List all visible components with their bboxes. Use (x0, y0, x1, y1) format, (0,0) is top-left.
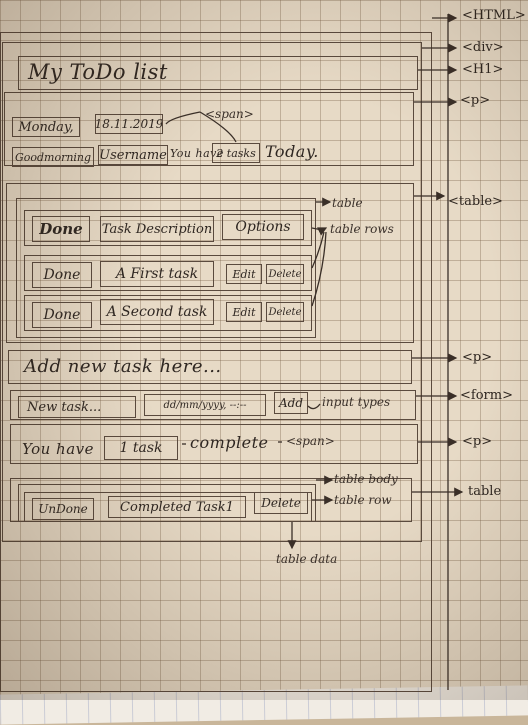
form-box (10, 390, 416, 420)
tag-table-2: table (468, 484, 502, 499)
p-complete-box (10, 424, 418, 464)
tag-p-complete: <p> (462, 434, 493, 449)
new-task-input[interactable]: New task... (18, 396, 136, 418)
row1-delete-button[interactable]: Delete (266, 264, 304, 284)
header-done: Done (32, 216, 90, 242)
table-rows-annotation: table rows (330, 222, 394, 236)
table-annotation: table (332, 196, 363, 210)
task-table-outer (6, 183, 414, 343)
add-button[interactable]: Add (274, 392, 308, 414)
tag-table: <table> (448, 194, 503, 209)
div-box (2, 42, 422, 542)
task-row (24, 255, 312, 291)
tag-p-header: <p> (460, 93, 491, 108)
task-table-header-row (24, 210, 312, 246)
username-span: Username (98, 145, 168, 165)
row2-done[interactable]: Done (32, 302, 92, 328)
html-box (0, 32, 432, 692)
page-title: My ToDo list (28, 60, 168, 84)
tag-html: <HTML> (462, 8, 526, 23)
task-row (24, 295, 312, 331)
p-header-box (4, 92, 414, 166)
complete-you-have: You have (22, 440, 95, 458)
date-time-input[interactable]: dd/mm/yyyy, --:-- (144, 394, 266, 416)
header-options: Options (222, 214, 304, 240)
tag-div: <div> (462, 40, 504, 55)
greeting-span: Goodmorning (12, 147, 94, 167)
row2-edit-button[interactable]: Edit (226, 302, 262, 322)
tag-p-add: <p> (462, 350, 493, 365)
today-text: Today. (265, 142, 319, 161)
date-span: 18.11.2019 (95, 114, 163, 134)
table-data-annotation: table data (276, 552, 338, 566)
day-span: Monday, (12, 117, 80, 137)
undone-button[interactable]: UnDone (32, 498, 94, 520)
row2-task: A Second task (100, 299, 214, 325)
span-note: <span> (205, 107, 254, 121)
p-add-box (8, 350, 412, 384)
complete-text: complete (190, 433, 269, 452)
row1-edit-button[interactable]: Edit (226, 264, 262, 284)
h1-box (18, 56, 418, 90)
you-have-text: You have (170, 147, 224, 160)
input-types-annotation: input types (322, 395, 391, 409)
table-row-annotation: table row (334, 493, 392, 507)
task-table (16, 198, 316, 338)
completed-task-cell: Completed Task1 (108, 496, 246, 518)
header-task-description: Task Description (100, 216, 214, 242)
completed-delete-button[interactable]: Delete (254, 492, 308, 514)
completed-table-row (24, 492, 312, 522)
complete-count-span: 1 task (104, 436, 178, 460)
complete-span-annotation: <span> (286, 434, 335, 448)
tag-form: <form> (460, 388, 513, 403)
add-task-prompt: Add new task here... (24, 356, 222, 377)
row1-done[interactable]: Done (32, 262, 92, 288)
table-body-annotation: table body (334, 472, 398, 486)
row2-delete-button[interactable]: Delete (266, 302, 304, 322)
tasks-count-span: 2 tasks (212, 143, 260, 163)
row1-task: A First task (100, 261, 214, 287)
tag-h1: <H1> (462, 62, 504, 77)
